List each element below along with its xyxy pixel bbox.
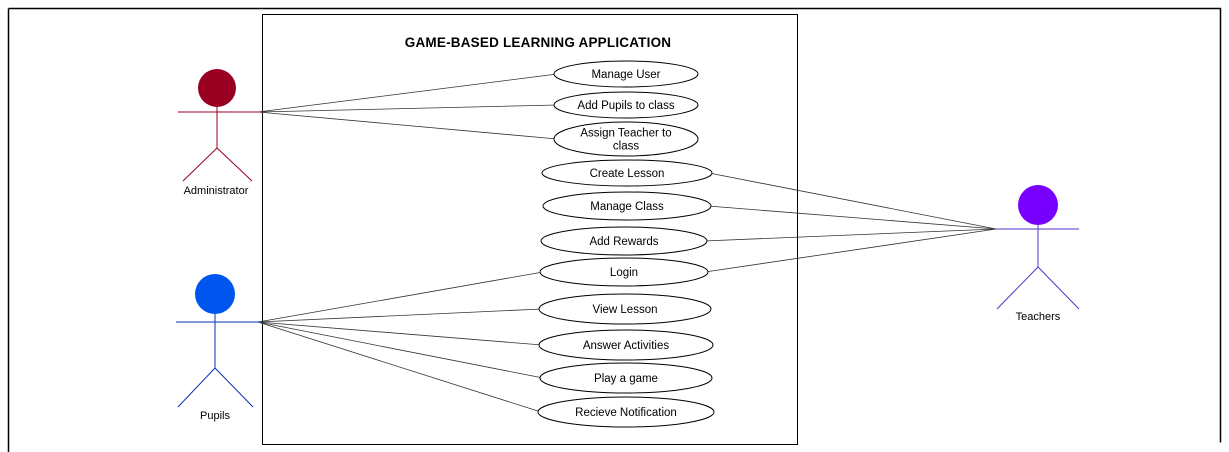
use-case-label: Manage Class <box>590 201 664 213</box>
use-case-label: Play a game <box>594 373 658 385</box>
teachers-head <box>1018 185 1058 225</box>
use-case-ellipse <box>538 293 712 325</box>
use-case-create-lesson[interactable]: Create Lesson <box>541 159 713 187</box>
use-case-recieve-notification[interactable]: Recieve Notification <box>537 396 715 428</box>
use-case-label: class <box>613 141 639 153</box>
association-teachers-login <box>704 228 997 273</box>
association-pupils-recieve-notification <box>257 321 542 413</box>
use-case-ellipse <box>540 226 708 256</box>
use-case-ellipse <box>553 60 699 88</box>
use-case-add-pupils-to-class[interactable]: Add Pupils to class <box>553 91 699 119</box>
association-lines <box>257 73 997 413</box>
pupils-right-leg <box>214 367 254 408</box>
administrator-label: Administrator <box>184 185 249 197</box>
association-administrator-assign-teacher-to-class <box>257 111 558 140</box>
system-title: GAME-BASED LEARNING APPLICATION <box>405 35 671 50</box>
actor-pupils[interactable]: Pupils <box>176 274 262 422</box>
pupils-head <box>195 274 235 314</box>
association-pupils-view-lesson <box>257 308 543 323</box>
use-case-ellipse <box>539 257 709 287</box>
use-case-label: Manage User <box>591 69 660 81</box>
administrator-head <box>198 69 236 107</box>
use-case-ellipse <box>539 362 713 394</box>
use-case-play-a-game[interactable]: Play a game <box>539 362 713 394</box>
use-case-label: Recieve Notification <box>575 407 677 419</box>
use-case-view-lesson[interactable]: View Lesson <box>538 293 712 325</box>
association-pupils-answer-activities <box>257 321 543 346</box>
association-administrator-add-pupils-to-class <box>257 104 558 113</box>
use-case-add-rewards[interactable]: Add Rewards <box>540 226 708 256</box>
use-case-label: Login <box>610 267 638 279</box>
use-case-label: Assign Teacher to <box>580 128 671 140</box>
use-case-label: Add Rewards <box>589 236 658 248</box>
administrator-right-leg <box>216 147 253 182</box>
use-case-manage-user[interactable]: Manage User <box>553 60 699 88</box>
use-case-ellipse <box>542 191 712 221</box>
use-case-login[interactable]: Login <box>539 257 709 287</box>
pupils-label: Pupils <box>200 410 230 422</box>
use-case-ellipse <box>537 396 715 428</box>
use-case-ellipse <box>541 159 713 187</box>
actor-administrator[interactable]: Administrator <box>178 69 262 197</box>
use-case-label: View Lesson <box>593 304 658 316</box>
use-case-label: Create Lesson <box>590 168 665 180</box>
administrator-left-leg <box>182 147 218 182</box>
system-boundary <box>262 14 798 445</box>
association-teachers-create-lesson <box>708 172 997 230</box>
association-teachers-manage-class <box>707 205 997 230</box>
use-case-manage-class[interactable]: Manage Class <box>542 191 712 221</box>
use-case-ellipse <box>538 329 714 361</box>
association-administrator-manage-user <box>257 73 558 113</box>
use-case-ellipse <box>553 121 699 157</box>
use-case-label: Answer Activities <box>583 340 670 352</box>
use-case-ellipse <box>553 91 699 119</box>
association-pupils-play-a-game <box>257 321 544 379</box>
actor-teachers[interactable]: Teachers <box>996 185 1080 323</box>
outer-frame <box>7 7 1222 452</box>
association-teachers-add-rewards <box>703 228 997 242</box>
use-case-answer-activities[interactable]: Answer Activities <box>538 329 714 361</box>
teachers-left-leg <box>996 266 1039 310</box>
teachers-right-leg <box>1037 266 1080 310</box>
use-case-label: Add Pupils to class <box>577 100 674 112</box>
teachers-label: Teachers <box>1016 311 1061 323</box>
association-pupils-login <box>257 271 544 323</box>
pupils-left-leg <box>177 367 216 408</box>
